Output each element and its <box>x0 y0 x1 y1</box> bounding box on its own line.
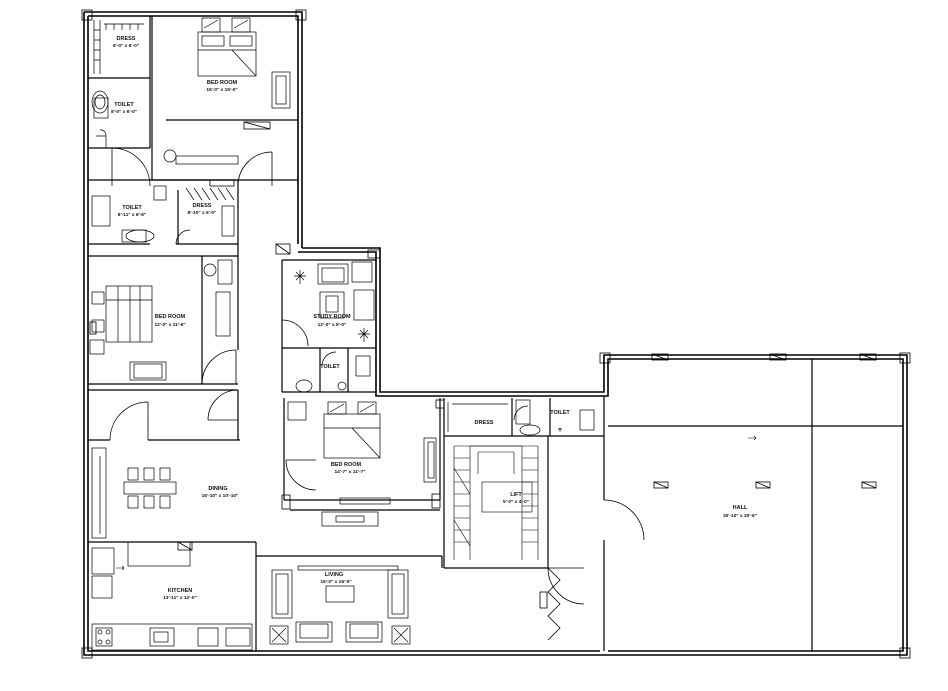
hall-size: 30'-10" x 20'-6" <box>723 513 757 519</box>
toilet-mid-name: TOILET <box>122 205 142 211</box>
folding-door <box>547 567 561 641</box>
bed-left-size: 12'-0" x 11'-6" <box>154 322 185 328</box>
dining-name: DINING <box>208 486 227 492</box>
room-labels: BED ROOM 15'-0" x 15'-0" DRESS 6'-0" x 6… <box>111 36 757 601</box>
dress-top-name: DRESS <box>117 36 136 42</box>
living-name: LIVING <box>325 572 343 578</box>
dining-size: 15'-10" x 10'-10" <box>202 493 239 499</box>
lift-name: LIFT <box>510 492 522 498</box>
windows <box>83 11 908 656</box>
dress-mid-size: 8'-10" x 6'-0" <box>188 210 217 216</box>
study-size: 12'-0" x 8'-0" <box>318 322 347 328</box>
toilet-right-name: TOILET <box>550 410 570 416</box>
bed-left-name: BED ROOM <box>155 314 186 320</box>
toilet-mid-size: 8'-11" x 6'-6" <box>118 212 146 218</box>
staircase <box>453 445 539 560</box>
bed-center-name: BED ROOM <box>331 462 362 468</box>
furniture <box>89 17 595 651</box>
wall-hatch-blocks <box>81 9 911 659</box>
dress-top-size: 6'-0" x 6'-0" <box>113 43 139 49</box>
master-bed-name: BED ROOM <box>207 80 238 86</box>
dress-right-name: DRESS <box>475 420 494 426</box>
toilet-top-size: 8'-0" x 6'-0" <box>111 109 137 115</box>
lift-size: 5'-0" x 4'-0" <box>503 499 529 505</box>
kitchen-name: KITCHEN <box>168 588 192 594</box>
hall-name: HALL <box>733 505 748 511</box>
doors <box>109 147 645 605</box>
bed-center-size: 14'-7" x 11'-7" <box>334 469 365 475</box>
direction-marks <box>116 427 757 571</box>
kitchen-size: 13'-11" x 12'-0" <box>163 595 197 601</box>
toilet-top-name: TOILET <box>114 102 134 108</box>
interior-walls <box>88 16 903 651</box>
toilet-study-name: TOILET <box>320 364 340 370</box>
dress-mid-name: DRESS <box>193 203 212 209</box>
outer-walls <box>83 11 908 656</box>
master-bed-size: 15'-0" x 15'-0" <box>206 87 237 93</box>
living-size: 15'-0" x 16'-0" <box>320 579 351 585</box>
study-name: STUDY ROOM <box>313 314 351 320</box>
